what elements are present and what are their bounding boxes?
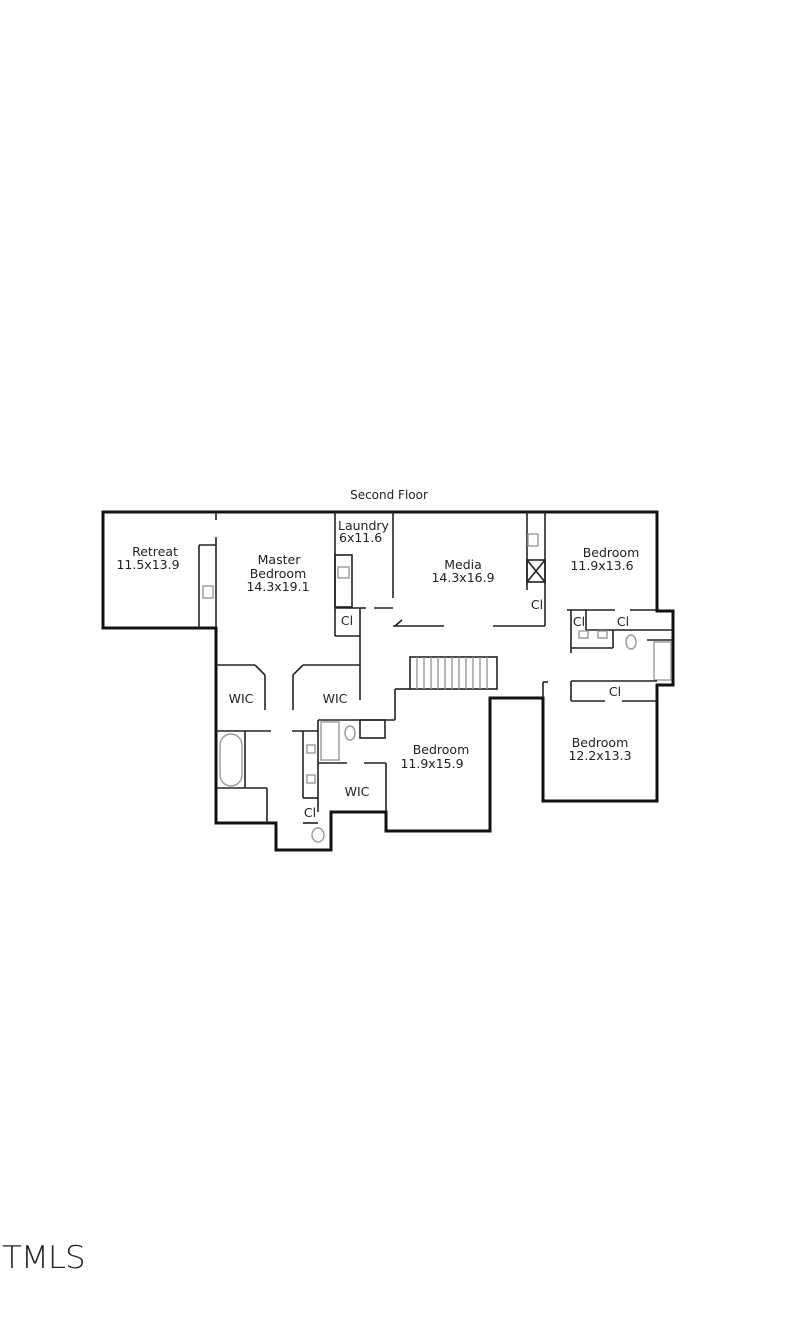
- svg-text:Cl: Cl: [573, 614, 585, 629]
- svg-text:Cl: Cl: [304, 805, 316, 820]
- svg-text:Media: Media: [444, 557, 482, 572]
- exterior-walls: [101, 510, 675, 852]
- svg-text:Cl: Cl: [341, 613, 353, 628]
- svg-text:14.3x19.1: 14.3x19.1: [246, 579, 309, 594]
- svg-text:Bedroom: Bedroom: [583, 545, 640, 560]
- svg-text:Bedroom: Bedroom: [413, 742, 470, 757]
- svg-text:Bedroom: Bedroom: [250, 566, 307, 581]
- interior-walls: [198, 512, 673, 843]
- svg-text:Master: Master: [258, 552, 302, 567]
- room-bedroom-se: Bedroom 12.2x13.3: [568, 735, 631, 763]
- svg-text:12.2x13.3: 12.2x13.3: [568, 748, 631, 763]
- room-retreat: Retreat 11.5x13.9: [116, 544, 179, 572]
- svg-text:Cl: Cl: [531, 597, 543, 612]
- svg-text:WIC: WIC: [323, 691, 348, 706]
- svg-text:11.9x15.9: 11.9x15.9: [400, 756, 463, 771]
- floor-title: Second Floor: [350, 488, 428, 502]
- svg-text:6x11.6: 6x11.6: [339, 530, 382, 545]
- tmls-watermark-logo: TMLS: [2, 1240, 86, 1276]
- svg-text:WIC: WIC: [229, 691, 254, 706]
- svg-text:11.5x13.9: 11.5x13.9: [116, 557, 179, 572]
- svg-text:Cl: Cl: [617, 614, 629, 629]
- svg-text:14.3x16.9: 14.3x16.9: [431, 570, 494, 585]
- room-master-bedroom: Master Bedroom 14.3x19.1: [246, 552, 309, 594]
- svg-text:11.9x13.6: 11.9x13.6: [570, 558, 633, 573]
- svg-text:WIC: WIC: [345, 784, 370, 799]
- svg-text:Bedroom: Bedroom: [572, 735, 629, 750]
- room-laundry: Laundry 6x11.6: [338, 518, 390, 545]
- svg-text:Laundry: Laundry: [338, 518, 390, 533]
- svg-text:Cl: Cl: [609, 684, 621, 699]
- room-bedroom-ne: Bedroom 11.9x13.6: [570, 545, 639, 573]
- closet-labels: WIC WIC WIC Cl Cl Cl Cl Cl Cl: [229, 597, 629, 820]
- room-bedroom-center: Bedroom 11.9x15.9: [400, 742, 469, 771]
- room-media: Media 14.3x16.9: [431, 557, 494, 585]
- svg-text:Retreat: Retreat: [132, 544, 178, 559]
